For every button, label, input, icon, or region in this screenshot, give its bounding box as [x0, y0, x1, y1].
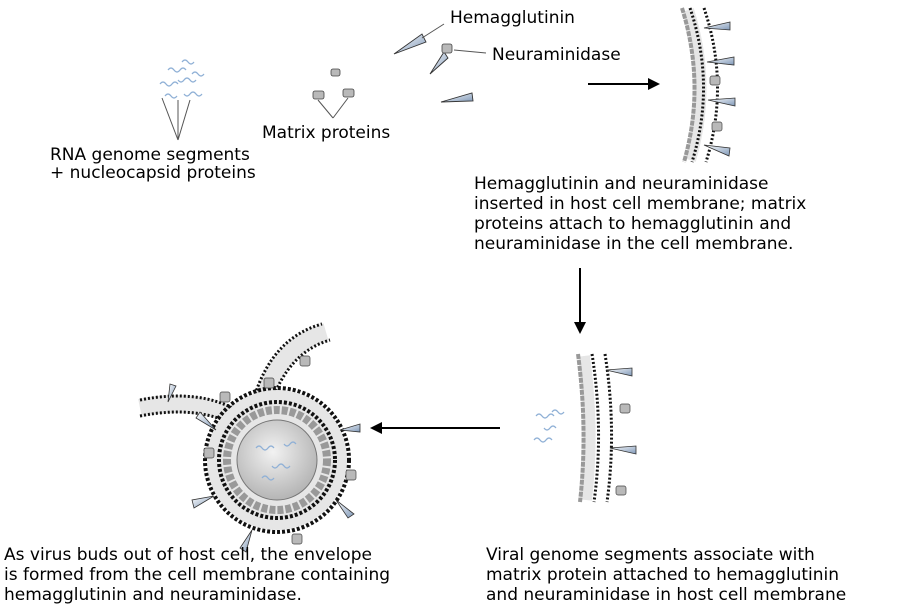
- rna-squiggle: [191, 71, 205, 77]
- caption-step3-line: Viral genome segments associate with: [486, 545, 815, 565]
- caption-step3-line: matrix protein attached to hemagglutinin: [486, 565, 840, 585]
- virion-core: [236, 419, 318, 501]
- virion-envelope: [203, 386, 351, 534]
- membrane-step3: [576, 353, 614, 503]
- rna-squiggle: [183, 91, 203, 97]
- caption-step2-line: Hemagglutinin and neuraminidase: [474, 174, 769, 194]
- neuraminidase-spike-icon: [429, 43, 487, 75]
- matrix-protein-shape: [330, 68, 341, 77]
- matrix-protein-cluster: [312, 68, 355, 100]
- caption-step4-line: hemagglutinin and neuraminidase.: [4, 585, 302, 605]
- virion-rna: [255, 441, 297, 481]
- arrow-step3-to-step4: [370, 422, 500, 434]
- label-rna-genome: RNA genome segments + nucleocapsid prote…: [50, 145, 256, 183]
- rna-squiggle: [181, 59, 195, 65]
- label-rna-line-1: RNA genome segments: [50, 145, 250, 165]
- hemagglutinin-spike-icon-2: [440, 92, 474, 103]
- caption-step2: Hemagglutinin and neuraminidase inserted…: [474, 174, 806, 254]
- label-neuraminidase: Neuraminidase: [492, 45, 621, 65]
- label-matrix-proteins: Matrix proteins: [262, 123, 391, 143]
- caption-step4-line: As virus buds out of host cell, the enve…: [4, 545, 372, 565]
- rna-genome-segments: [159, 59, 205, 99]
- rna-squiggle: [159, 81, 179, 87]
- caption-step2-line: proteins attach to hemagglutinin and: [474, 214, 792, 234]
- label-hemagglutinin: Hemagglutinin: [450, 8, 575, 28]
- rna-genome-near-membrane: [533, 409, 565, 443]
- rna-squiggle: [164, 93, 178, 99]
- caption-step2-line: inserted in host cell membrane; matrix: [474, 194, 807, 214]
- matrix-protein-shape: [342, 88, 355, 98]
- hemagglutinin-spike-icon: [393, 23, 445, 55]
- rna-squiggle: [167, 67, 187, 73]
- matrix-label-leader-lines: [317, 97, 349, 119]
- membrane-step2: [680, 7, 720, 163]
- matrix-protein-shape: [312, 90, 325, 100]
- arrow-step1-to-step2: [588, 78, 660, 90]
- membrane-spikes-step2: [703, 21, 736, 157]
- virion-spikes: [167, 355, 361, 553]
- rna-squiggle: [177, 77, 197, 83]
- caption-step3-line: and neuraminidase in host cell membrane: [486, 585, 847, 605]
- caption-step3: Viral genome segments associate with mat…: [486, 545, 846, 605]
- membrane-spikes-step3: [605, 367, 637, 496]
- caption-step2-line: neuraminidase in the cell membrane.: [474, 234, 794, 254]
- rna-label-leader-lines: [161, 97, 191, 141]
- label-rna-line-2: + nucleocapsid proteins: [50, 163, 256, 183]
- caption-step4: As virus buds out of host cell, the enve…: [4, 545, 390, 605]
- caption-step4-line: is formed from the cell membrane contain…: [4, 565, 391, 585]
- arrow-step2-to-step3: [574, 268, 586, 334]
